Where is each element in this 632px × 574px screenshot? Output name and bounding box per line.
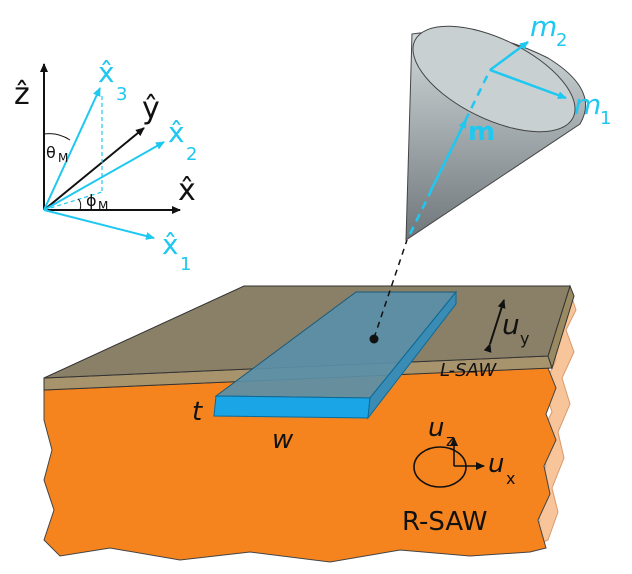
rsaw-label: R-SAW: [402, 507, 487, 537]
theta-subscript: M: [58, 151, 68, 165]
x1-subscript: 1: [180, 254, 191, 275]
thickness-label: t: [192, 397, 203, 427]
x3-subscript: 3: [116, 84, 127, 105]
x3-axis-label: x̂: [98, 56, 115, 89]
m-label: m: [468, 117, 495, 147]
substrate-front-face: [43, 367, 557, 563]
rsaw-ellipse: [413, 446, 467, 488]
uz-subscript: z: [446, 431, 454, 450]
phi-arc: [77, 198, 82, 211]
x1-axis: [43, 209, 155, 240]
ux-subscript: x: [506, 469, 515, 488]
axes-diagram: [40, 63, 181, 240]
m1-label: m: [574, 88, 601, 121]
cone-base: [412, 25, 576, 133]
m1-vector: [489, 68, 567, 100]
ux-label: u: [488, 449, 504, 479]
precession-cone: [405, 25, 587, 241]
stripe-center-dot: [369, 334, 379, 344]
theta-label: θ: [46, 143, 56, 162]
x2-subscript: 2: [186, 144, 197, 165]
width-label: w: [272, 425, 294, 455]
stripe-front-face: [213, 395, 371, 419]
m2-vector: [489, 40, 529, 72]
uz-label: u: [428, 413, 444, 443]
uy-label: u: [502, 308, 520, 341]
substrate-block: [43, 291, 577, 563]
x1-axis-label: x̂: [162, 228, 179, 261]
x2-axis-label: x̂: [168, 116, 185, 149]
m2-subscript: 2: [556, 30, 567, 51]
m2-label: m: [530, 10, 557, 43]
x2-axis: [43, 141, 165, 211]
y-axis-label: ŷ: [142, 91, 160, 126]
stripe: [213, 290, 458, 420]
phi-subscript: M: [98, 199, 108, 213]
x-axis-label: x̂: [178, 173, 196, 208]
lsaw-label: L-SAW: [440, 360, 498, 381]
m-vector: [428, 119, 468, 193]
z-axis-label: ẑ: [14, 77, 30, 112]
projection-inplane: [43, 191, 103, 211]
stripe-right-face: [367, 290, 457, 420]
theta-arc: [43, 133, 71, 141]
uy-arrow: [483, 299, 506, 353]
uy-subscript: y: [520, 329, 529, 348]
y-axis: [43, 127, 145, 211]
phi-label: ϕ: [86, 191, 97, 210]
x3-axis: [43, 87, 101, 211]
m1-subscript: 1: [600, 108, 611, 129]
